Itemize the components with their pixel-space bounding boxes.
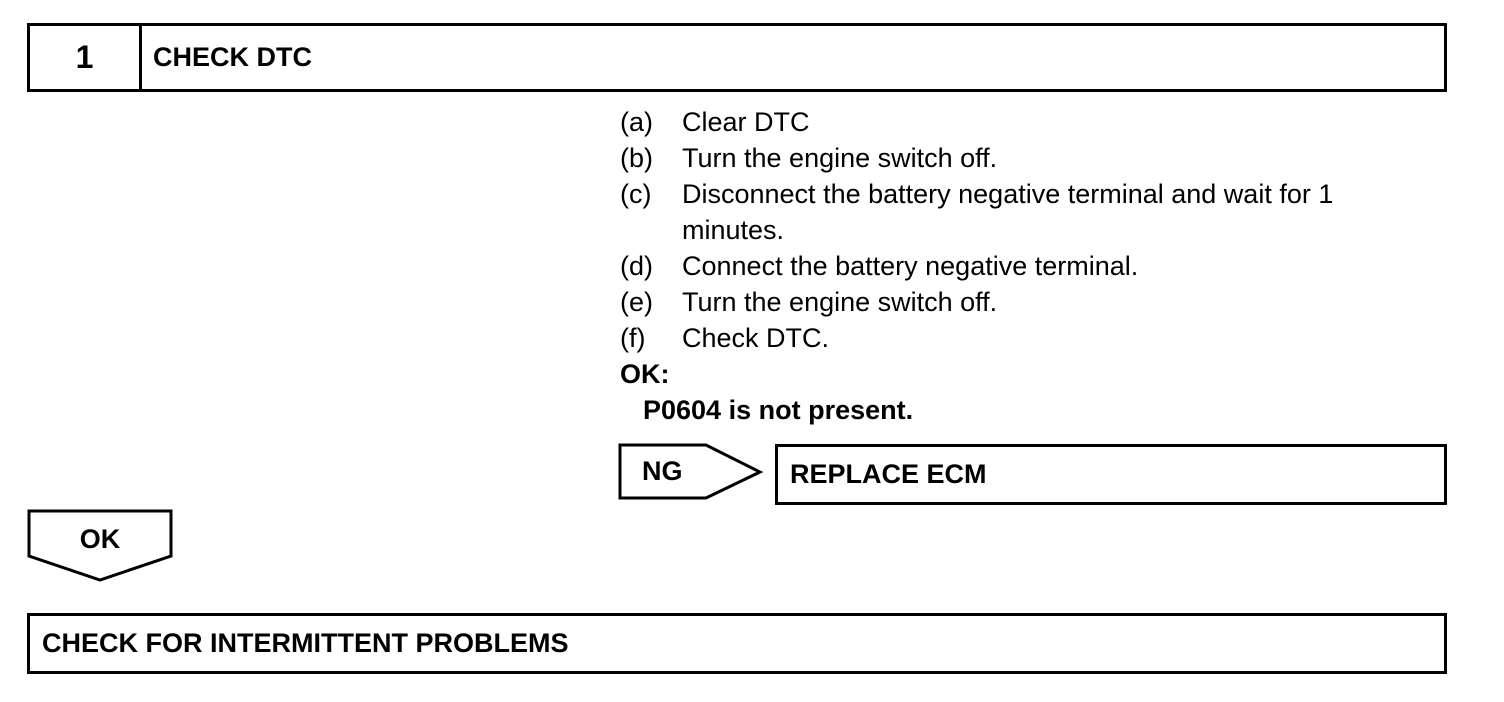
- ng-label: NG: [642, 456, 683, 486]
- step-number: 1: [30, 26, 142, 89]
- procedure-item-text: Disconnect the battery negative terminal…: [682, 179, 1334, 245]
- procedure-item-text: Check DTC.: [682, 323, 830, 353]
- ng-result-box: REPLACE ECM: [775, 444, 1447, 505]
- procedure-item-text: Connect the battery negative terminal.: [682, 251, 1139, 281]
- procedure-item-text: Turn the engine switch off.: [682, 287, 998, 317]
- procedure-list: (a) Clear DTC (b) Turn the engine switch…: [620, 104, 1440, 428]
- procedure-item-letter: (f): [620, 323, 646, 353]
- ng-arrow-shape: [618, 443, 764, 500]
- step-header: 1 CHECK DTC: [27, 23, 1447, 92]
- ok-label: OK: [79, 524, 121, 554]
- procedure-item: (c) Disconnect the battery negative term…: [620, 176, 1440, 248]
- procedure-item-letter: (b): [620, 143, 653, 173]
- procedure-item: (a) Clear DTC: [620, 104, 1440, 140]
- ok-criteria-condition: P0604 is not present.: [643, 395, 914, 425]
- procedure-item: (d) Connect the battery negative termina…: [620, 248, 1440, 284]
- procedure-item-letter: (c): [620, 179, 652, 209]
- procedure-item-text: Turn the engine switch off.: [682, 143, 998, 173]
- ok-criteria-label: OK:: [620, 359, 670, 389]
- procedure-item-letter: (a): [620, 107, 653, 137]
- ok-result-box: CHECK FOR INTERMITTENT PROBLEMS: [27, 613, 1447, 674]
- procedure-item: (f) Check DTC.: [620, 320, 1440, 356]
- procedure-item-letter: (d): [620, 251, 653, 281]
- procedure-item: (e) Turn the engine switch off.: [620, 284, 1440, 320]
- procedure-item-text: Clear DTC: [682, 107, 810, 137]
- step-title: CHECK DTC: [153, 42, 312, 72]
- procedure-item: (b) Turn the engine switch off.: [620, 140, 1440, 176]
- procedure-item-letter: (e): [620, 287, 653, 317]
